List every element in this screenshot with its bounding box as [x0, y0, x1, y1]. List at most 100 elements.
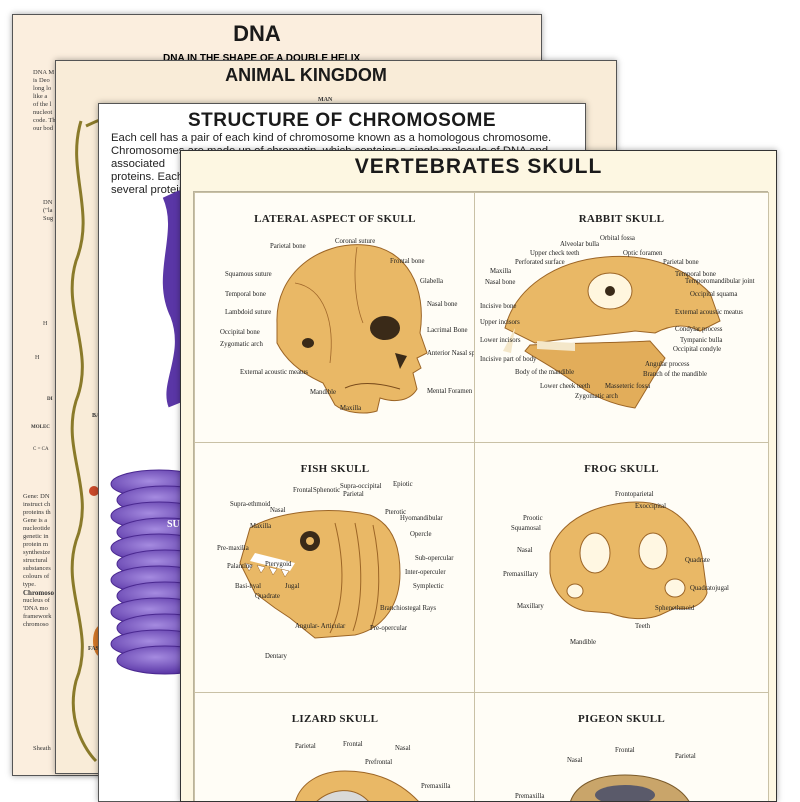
fish-label-20: Branchiostegal Rays [380, 605, 437, 612]
fish-label-0: Epiotic [393, 481, 413, 488]
animal-frag-ba: BA [92, 413, 101, 419]
rabbit-label-15: Lower incisors [480, 337, 521, 344]
fish-label-5: Supra-ethmoid [230, 501, 271, 508]
fish-label-1: Supra-occipital [340, 483, 382, 490]
lizard-label-4: Premaxilla [421, 783, 451, 790]
lizard-skull-illustration [295, 770, 419, 801]
rabbit-label-6: Maxilla [490, 268, 512, 275]
fish-label-17: Jugal [285, 583, 300, 590]
dna-poster-title: DNA [233, 21, 281, 46]
chromosome-frag-su: SU [167, 519, 180, 530]
dna-fragment-31: framework [23, 613, 52, 620]
fish-label-7: Nasal [270, 507, 286, 514]
dna-fragment-32: chromoso [23, 621, 49, 628]
lateral-label-7: Lambdoid suture [225, 309, 272, 316]
chromosome-title: STRUCTURE OF CHROMOSOME [187, 110, 497, 131]
animal-frag-man: MAN [318, 97, 333, 103]
fish-label-23: Dentary [265, 653, 287, 660]
vertebrates-skull-poster: VERTEBRATES SKULL LATERAL ASPECT OF SKUL… [180, 150, 777, 802]
rabbit-label-13: Upper incisors [480, 319, 520, 326]
panel-heading-lizard: LIZARD SKULL [291, 713, 379, 725]
rabbit-label-5: Parietal bone [663, 259, 699, 266]
dna-fragment-4: of the l [33, 101, 52, 108]
rabbit-label-17: Occipital condyle [673, 346, 722, 353]
dna-fragment-33: Sheath [33, 745, 51, 752]
lateral-label-11: Anterior Nasal spine [427, 350, 475, 357]
rabbit-label-18: Incisive part of body [480, 356, 537, 363]
frog-label-1: Exoccipital [635, 503, 666, 510]
panel-heading-rabbit: RABBIT SKULL [578, 213, 665, 225]
rabbit-label-2: Optic foramen [623, 250, 663, 257]
lateral-label-0: Parietal bone [270, 243, 306, 250]
fish-skull-illustration [239, 510, 401, 639]
frog-label-9: Maxillary [517, 603, 544, 610]
fish-label-18: Symplectic [413, 583, 444, 590]
dna-fragment-16: Gene: DN [23, 493, 50, 500]
dna-fragment-7: our bod [33, 125, 54, 132]
dna-fragment-21: genetic in [23, 533, 49, 540]
fish-label-13: Pterygoid [265, 561, 292, 568]
dna-fragment-15: C = CA [33, 447, 49, 452]
dna-fragment-17: instruct ch [23, 501, 51, 508]
fish-label-19: Quadrate [255, 593, 280, 600]
lateral-label-15: Maxilla [340, 405, 362, 412]
frog-label-2: Prootic [523, 515, 543, 522]
frog-label-6: Premaxillary [503, 571, 539, 578]
dna-fragment-5: nucleot [33, 109, 53, 116]
dna-fragment-12: H [35, 355, 40, 361]
dna-fragment-28: Chromoso [23, 589, 54, 597]
fish-label-11: Pre-maxilla [217, 545, 249, 552]
rabbit-label-3: Upper check teeth [530, 250, 580, 257]
dna-fragment-25: substances [23, 565, 51, 572]
rabbit-label-19: Angular process [645, 361, 690, 368]
rabbit-label-11: Incisive bone [480, 303, 517, 310]
dna-fragment-22: protein m [23, 541, 49, 548]
pigeon-label-2: Nasal [567, 757, 583, 764]
pigeon-skull-illustration [570, 774, 690, 801]
dna-fragment-26: colours of [23, 573, 50, 580]
lizard-label-2: Prefrontal [365, 759, 393, 766]
rabbit-skull-illustration [503, 255, 721, 409]
frog-label-11: Mandible [570, 639, 597, 646]
lateral-label-13: Mandible [310, 389, 337, 396]
dna-fragment-19: Gene is a [23, 517, 48, 524]
lateral-label-12: External acoustic meatus [240, 369, 308, 376]
lateral-label-1: Coronal suture [335, 238, 376, 245]
dna-fragment-11: H [43, 321, 48, 327]
lateral-label-2: Frontal bone [390, 258, 425, 265]
dna-fragment-6: code. Th [33, 117, 56, 124]
frog-label-3: Squamosal [511, 525, 541, 532]
dna-fragment-24: structural [23, 557, 48, 564]
dna-fragment-0: DNA M [33, 69, 55, 76]
rabbit-label-4: Perforated surface [515, 259, 565, 266]
dna-fragment-30: 'DNA mo [23, 605, 48, 612]
panel-heading-fish: FISH SKULL [300, 463, 370, 475]
fish-label-14: Sub-opercular [415, 555, 454, 562]
rabbit-label-20: Body of the mandible [515, 369, 575, 376]
fish-label-21: Angular- Articular [295, 623, 346, 630]
pigeon-label-0: Frontal [615, 747, 635, 754]
lizard-label-1: Frontal [343, 741, 363, 748]
lateral-label-8: Occipital bone [220, 329, 260, 336]
frog-label-7: Quadratojugal [690, 585, 729, 592]
lateral-label-5: Temporal bone [225, 291, 266, 298]
dna-fragment-3: like a [33, 93, 48, 100]
human-skull-illustration [276, 244, 428, 414]
vertebrates-skull-title: VERTEBRATES SKULL [354, 155, 603, 178]
rabbit-label-23: Masseteric fossa [605, 383, 651, 390]
fish-label-12: Palantine [227, 563, 253, 570]
dna-fragment-20: nucleotide [23, 525, 51, 532]
dna-fragment-18: proteins th [23, 509, 51, 516]
fish-label-16: Basi-hyal [235, 583, 262, 590]
lizard-label-0: Parietal [295, 743, 316, 750]
lateral-label-3: Squamous suture [225, 271, 272, 278]
frog-label-8: Sphenethmoid [655, 605, 695, 612]
lateral-label-4: Glabella [420, 278, 444, 285]
rabbit-label-22: Lower cheek teeth [540, 383, 591, 390]
animal-frag-fas: FAS [88, 646, 99, 652]
pigeon-label-3: Premaxilla [515, 793, 545, 800]
